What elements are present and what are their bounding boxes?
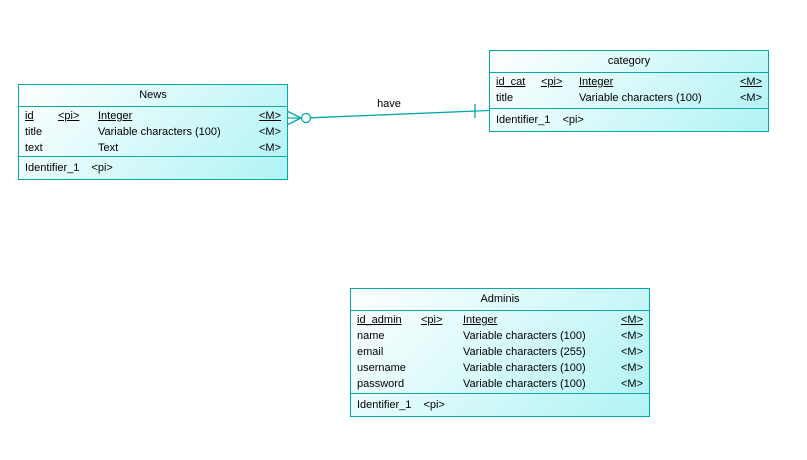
attribute-name: id_cat (496, 76, 526, 88)
entity-title: News (19, 85, 287, 107)
attribute-mandatory-tag: <M> (620, 378, 643, 390)
identifier-name: Identifier_1 (25, 162, 80, 174)
attribute-type: Variable characters (100) (98, 126, 221, 138)
attribute-type: Text (98, 142, 119, 154)
attribute-row: password Variable characters (100) <M> (357, 376, 643, 392)
attribute-mandatory-tag: <M> (620, 346, 643, 358)
entity-title: Adminis (351, 289, 649, 311)
entity-title: category (490, 51, 768, 73)
attribute-type: Integer (579, 76, 614, 88)
attribute-mandatory-tag: <M> (739, 76, 762, 88)
attribute-pi-tag (421, 328, 463, 344)
attribute-type: Variable characters (255) (463, 346, 586, 358)
attribute-mandatory-tag: <M> (258, 110, 281, 122)
attribute-mandatory-tag: <M> (620, 362, 643, 374)
identifier-compartment: Identifier_1 <pi> (19, 156, 287, 179)
attribute-compartment: id_admin <pi> Integer <M> name Variable … (351, 311, 649, 393)
attribute-type: Integer (98, 110, 133, 122)
attribute-mandatory-tag: <M> (258, 142, 281, 154)
attribute-name: text (25, 142, 43, 154)
attribute-row: text Text <M> (25, 140, 281, 156)
zero-circle-icon (300, 112, 312, 124)
attribute-row: title Variable characters (100) <M> (25, 124, 281, 140)
relationship-have[interactable]: have (287, 98, 490, 126)
attribute-type: Variable characters (100) (579, 92, 702, 104)
attribute-row: username Variable characters (100) <M> (357, 360, 643, 376)
identifier-compartment: Identifier_1 <pi> (351, 393, 649, 416)
attribute-pi-tag (421, 344, 463, 360)
attribute-type: Variable characters (100) (463, 362, 586, 374)
attribute-compartment: id <pi> Integer <M> title Variable chara… (19, 107, 287, 156)
entity-news[interactable]: News id <pi> Integer <M> title Variable … (18, 84, 288, 180)
identifier-compartment: Identifier_1 <pi> (490, 108, 768, 131)
identifier-name: Identifier_1 (496, 114, 551, 126)
relationship-line (310, 109, 490, 119)
entity-category[interactable]: category id_cat <pi> Integer <M> title V… (489, 50, 769, 132)
attribute-row: name Variable characters (100) <M> (357, 328, 643, 344)
attribute-name: email (357, 346, 384, 358)
attribute-row: title Variable characters (100) <M> (496, 90, 762, 106)
identifier-pi-tag: <pi> (423, 399, 445, 411)
attribute-type: Variable characters (100) (463, 378, 586, 390)
attribute-name: title (496, 92, 514, 104)
attribute-mandatory-tag: <M> (620, 330, 643, 342)
attribute-pi-tag (421, 376, 463, 392)
attribute-mandatory-tag: <M> (739, 92, 762, 104)
attribute-pi-tag (541, 90, 579, 106)
attribute-pi-tag: <pi> (541, 76, 563, 88)
identifier-name: Identifier_1 (357, 399, 412, 411)
attribute-mandatory-tag: <M> (258, 126, 281, 138)
attribute-pi-tag (58, 140, 98, 156)
attribute-name: id (25, 110, 34, 122)
attribute-compartment: id_cat <pi> Integer <M> title Variable c… (490, 73, 768, 108)
relationship-label: have (377, 98, 401, 110)
identifier-pi-tag: <pi> (562, 114, 584, 126)
attribute-name: username (357, 362, 406, 374)
attribute-name: id_admin (357, 314, 402, 326)
attribute-pi-tag: <pi> (58, 110, 80, 122)
attribute-name: name (357, 330, 385, 342)
identifier-pi-tag: <pi> (91, 162, 113, 174)
attribute-name: password (357, 378, 405, 390)
attribute-type: Integer (463, 314, 498, 326)
crowfoot-many-icon (287, 110, 302, 126)
attribute-row: id_cat <pi> Integer <M> (496, 74, 762, 90)
entity-adminis[interactable]: Adminis id_admin <pi> Integer <M> name V… (350, 288, 650, 417)
attribute-type: Variable characters (100) (463, 330, 586, 342)
attribute-row: id <pi> Integer <M> (25, 108, 281, 124)
attribute-name: title (25, 126, 43, 138)
attribute-pi-tag (421, 360, 463, 376)
attribute-row: id_admin <pi> Integer <M> (357, 312, 643, 328)
attribute-pi-tag: <pi> (421, 314, 443, 326)
attribute-mandatory-tag: <M> (620, 314, 643, 326)
attribute-pi-tag (58, 124, 98, 140)
attribute-row: email Variable characters (255) <M> (357, 344, 643, 360)
